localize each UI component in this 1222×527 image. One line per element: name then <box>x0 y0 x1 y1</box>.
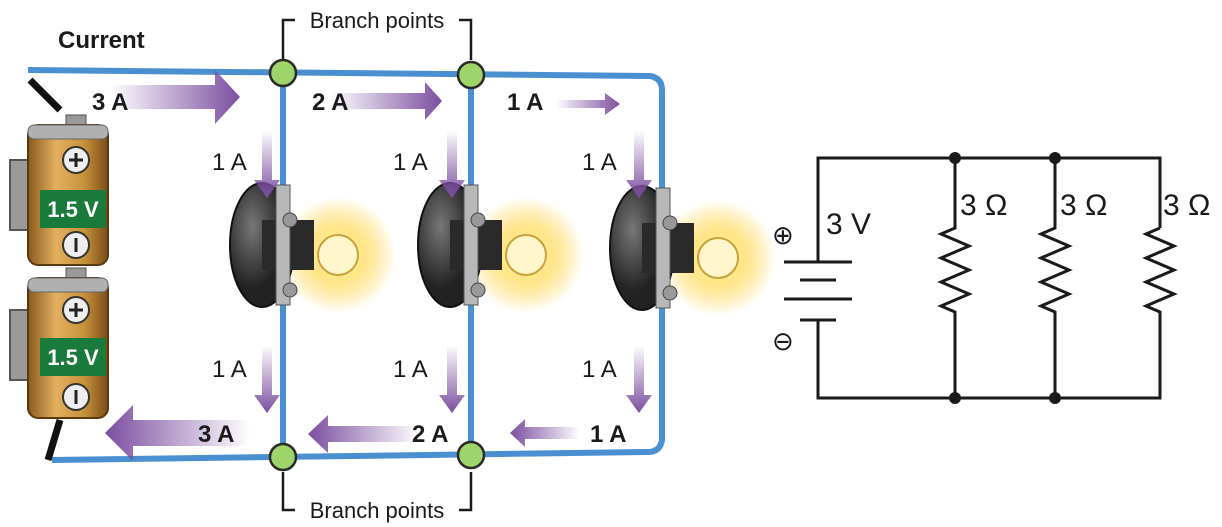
schematic <box>784 156 1178 400</box>
schematic-nodes <box>949 152 1061 404</box>
current-branch-1-lower: 1 A <box>212 356 247 383</box>
schematic-top-wire <box>816 156 1162 262</box>
bulb-3 <box>609 185 776 316</box>
current-top-middle: 2 A <box>312 89 348 116</box>
current-top-main: 3 A <box>92 89 128 116</box>
arrow-branch-1-lower <box>254 345 280 413</box>
resistor-2-label: 3 Ω <box>1060 189 1107 222</box>
branch-point-bottom-left <box>268 442 298 472</box>
arrow-branch-2-upper <box>439 130 465 198</box>
resistor-2 <box>1037 158 1073 398</box>
bulb-1 <box>229 182 396 313</box>
arrow-top-right <box>555 93 620 115</box>
arrow-bottom-main <box>105 405 250 461</box>
branch-points <box>268 58 486 472</box>
current-bottom-middle: 2 A <box>412 421 448 448</box>
branch-point-top-left <box>268 58 298 88</box>
current-branch-1-upper: 1 A <box>212 149 247 176</box>
current-branch-2-lower: 1 A <box>393 356 428 383</box>
schematic-bottom-wire <box>816 318 1162 400</box>
battery-lead-bottom <box>44 418 64 462</box>
battery-cell-1-label: 1.5 V <box>47 197 99 222</box>
battery-cell-2-label: 1.5 V <box>47 345 99 370</box>
branch-bracket-bottom <box>281 472 473 512</box>
current-bottom-main: 3 A <box>198 421 234 448</box>
current-arrows <box>105 70 652 461</box>
bulb-icon <box>317 234 359 276</box>
battery-cell-1: 1.5 V <box>27 114 109 266</box>
arrow-top-main <box>110 70 240 124</box>
current-bottom-right: 1 A <box>590 421 626 448</box>
resistor-1 <box>937 158 973 398</box>
battery-lead-top <box>27 77 63 113</box>
source-voltage-label: 3 V <box>826 208 871 241</box>
resistor-1-label: 3 Ω <box>960 189 1007 222</box>
branch-point-top-right <box>456 60 486 90</box>
branch-bracket-top <box>281 18 473 60</box>
battery: 1.5 V 1.5 V <box>9 77 109 462</box>
branch-point-bottom-right <box>456 440 486 470</box>
arrow-bottom-middle <box>308 415 420 453</box>
bulb-icon <box>697 237 739 279</box>
resistor-3 <box>1142 226 1178 318</box>
arrow-branch-1-upper <box>254 130 280 198</box>
resistor-3-label: 3 Ω <box>1163 189 1210 222</box>
current-labels: 3 A 2 A 1 A 1 A 1 A 1 A 1 A 1 A 1 A 3 A … <box>92 89 626 448</box>
plus-symbol: ⊕ <box>772 221 794 251</box>
current-title: Current <box>58 27 145 54</box>
current-branch-2-upper: 1 A <box>393 149 428 176</box>
arrow-branch-3-lower <box>626 345 652 413</box>
branch-label-bottom: Branch points <box>310 498 445 523</box>
arrow-branch-2-lower <box>439 345 465 413</box>
minus-symbol: ⊖ <box>772 327 794 357</box>
current-branch-3-lower: 1 A <box>582 356 617 383</box>
current-branch-3-upper: 1 A <box>582 149 617 176</box>
bulb-icon <box>505 234 547 276</box>
arrow-bottom-right <box>510 419 580 447</box>
arrow-top-middle <box>330 82 442 120</box>
arrow-branch-3-upper <box>626 130 652 198</box>
branch-label-top: Branch points <box>310 8 445 33</box>
current-top-right: 1 A <box>507 89 543 116</box>
battery-cell-2: 1.5 V <box>27 267 109 419</box>
bulb-2 <box>417 182 584 313</box>
